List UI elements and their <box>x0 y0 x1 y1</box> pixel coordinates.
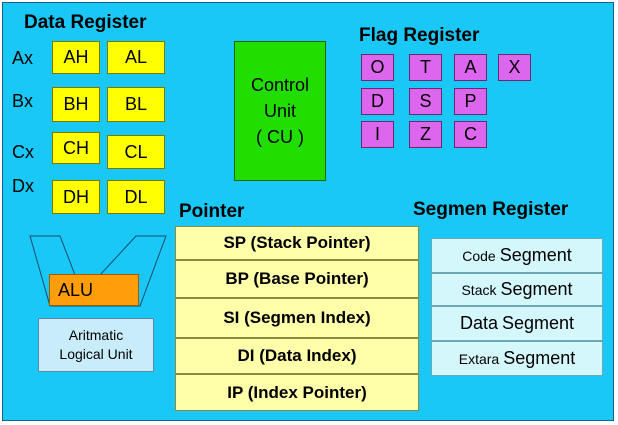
data-register-title: Data Register <box>24 12 147 33</box>
code-segment: Code Segment <box>431 238 603 273</box>
alu-description-box: Aritmatic Logical Unit <box>38 318 154 372</box>
flag-s: S <box>409 88 442 115</box>
extra-segment: Extara Segment <box>431 341 603 376</box>
control-unit-line3: ( CU ) <box>256 127 304 148</box>
extra-segment-prefix: Extara <box>458 350 500 367</box>
flag-x: X <box>498 54 531 81</box>
segment-register-title: Segmen Register <box>413 199 569 220</box>
alu-box: ALU <box>49 274 139 306</box>
control-unit-box: Control Unit ( CU ) <box>234 41 326 181</box>
dh-register: DH <box>52 180 100 214</box>
code-segment-word: Segment <box>499 245 572 265</box>
flag-c: C <box>454 121 487 148</box>
code-segment-prefix: Code <box>462 247 496 264</box>
alu-description-line1: Aritmatic <box>68 327 124 344</box>
di-pointer: DI (Data Index) <box>175 338 419 374</box>
data-segment: Data Segment <box>431 306 603 341</box>
flag-p: P <box>454 88 487 115</box>
flag-a: A <box>454 54 487 81</box>
cl-register: CL <box>107 135 165 169</box>
bh-register: BH <box>52 87 100 122</box>
sp-pointer: SP (Stack Pointer) <box>175 226 419 260</box>
stack-segment-word: Segment <box>500 279 573 299</box>
cx-label: Cx <box>12 142 34 162</box>
flag-t: T <box>409 54 442 81</box>
pointer-title: Pointer <box>179 201 245 222</box>
stack-segment: Stack Segment <box>431 273 603 306</box>
flag-o: O <box>361 54 394 81</box>
flag-z: Z <box>409 121 442 148</box>
stack-segment-prefix: Stack <box>461 281 497 298</box>
bx-label: Bx <box>12 91 34 111</box>
ip-pointer: IP (Index Pointer) <box>175 374 419 411</box>
data-segment-prefix: Data <box>459 313 498 333</box>
data-segment-word: Segment <box>501 313 575 333</box>
extra-segment-word: Segment <box>503 348 576 368</box>
control-unit-line1: Control <box>250 74 310 95</box>
flag-register-title: Flag Register <box>359 25 480 46</box>
ax-label: Ax <box>12 48 34 68</box>
alu-description-line2: Logical Unit <box>59 346 133 362</box>
bl-register: BL <box>107 87 165 122</box>
dx-label: Dx <box>12 176 34 196</box>
flag-d: D <box>361 88 394 115</box>
al-register: AL <box>107 41 165 74</box>
si-pointer: SI (Segmen Index) <box>175 298 419 338</box>
dl-register: DL <box>107 180 165 214</box>
bp-pointer: BP (Base Pointer) <box>175 260 419 298</box>
flag-i: I <box>361 121 394 148</box>
ah-register: AH <box>52 41 100 74</box>
ch-register: CH <box>52 132 100 164</box>
control-unit-line2: Unit <box>263 100 296 121</box>
